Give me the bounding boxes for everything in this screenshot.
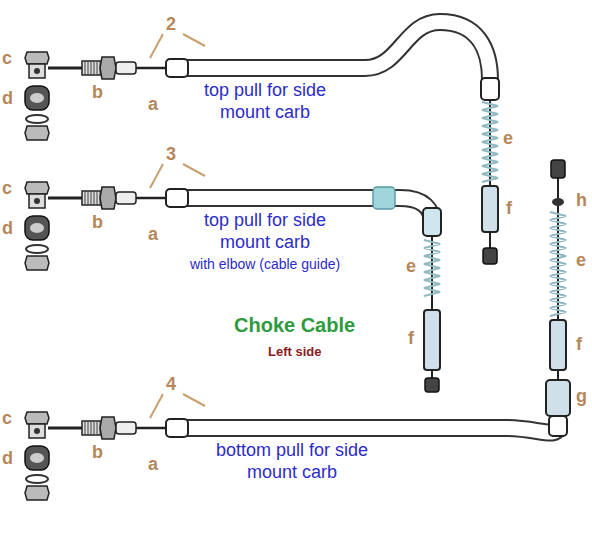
part-letter: f: [576, 334, 582, 355]
part-letter: c: [2, 408, 12, 429]
carb-fitting: [25, 52, 188, 140]
part-letter: d: [2, 88, 13, 109]
part-letter: g: [576, 386, 587, 407]
part-letter: b: [92, 442, 103, 463]
cable-bottom-pull: [186, 160, 570, 436]
part-letter: d: [2, 218, 13, 239]
part-letter: a: [148, 224, 158, 245]
diagram-title: Choke Cable: [234, 314, 355, 337]
callout-number: 3: [166, 144, 176, 165]
cable-note: with elbow (cable guide): [190, 256, 340, 273]
callout-number: 2: [166, 14, 176, 35]
part-letter: a: [148, 454, 158, 475]
part-letter: e: [503, 128, 513, 149]
part-letter: e: [576, 250, 586, 271]
part-letter: f: [408, 328, 414, 349]
carb-fitting: [25, 182, 188, 270]
cable-top-pull: [186, 22, 499, 264]
cable-top-pull-elbow: [186, 187, 441, 392]
cable-caption: top pull for side mount carb: [200, 210, 330, 253]
part-letter: c: [2, 178, 12, 199]
part-letter: c: [2, 48, 12, 69]
cable-caption: top pull for side mount carb: [200, 80, 330, 123]
part-letter: e: [406, 256, 416, 277]
callout-number: 4: [166, 374, 176, 395]
callout-bracket: [150, 34, 205, 418]
part-letter: f: [506, 198, 512, 219]
part-letter: b: [92, 82, 103, 103]
carb-fitting: [25, 412, 188, 500]
part-letter: b: [92, 212, 103, 233]
part-letter: a: [148, 94, 158, 115]
part-letter: h: [576, 190, 587, 211]
part-letter: d: [2, 448, 13, 469]
cable-caption: bottom pull for side mount carb: [212, 440, 372, 483]
side-note: Left side: [268, 344, 321, 359]
